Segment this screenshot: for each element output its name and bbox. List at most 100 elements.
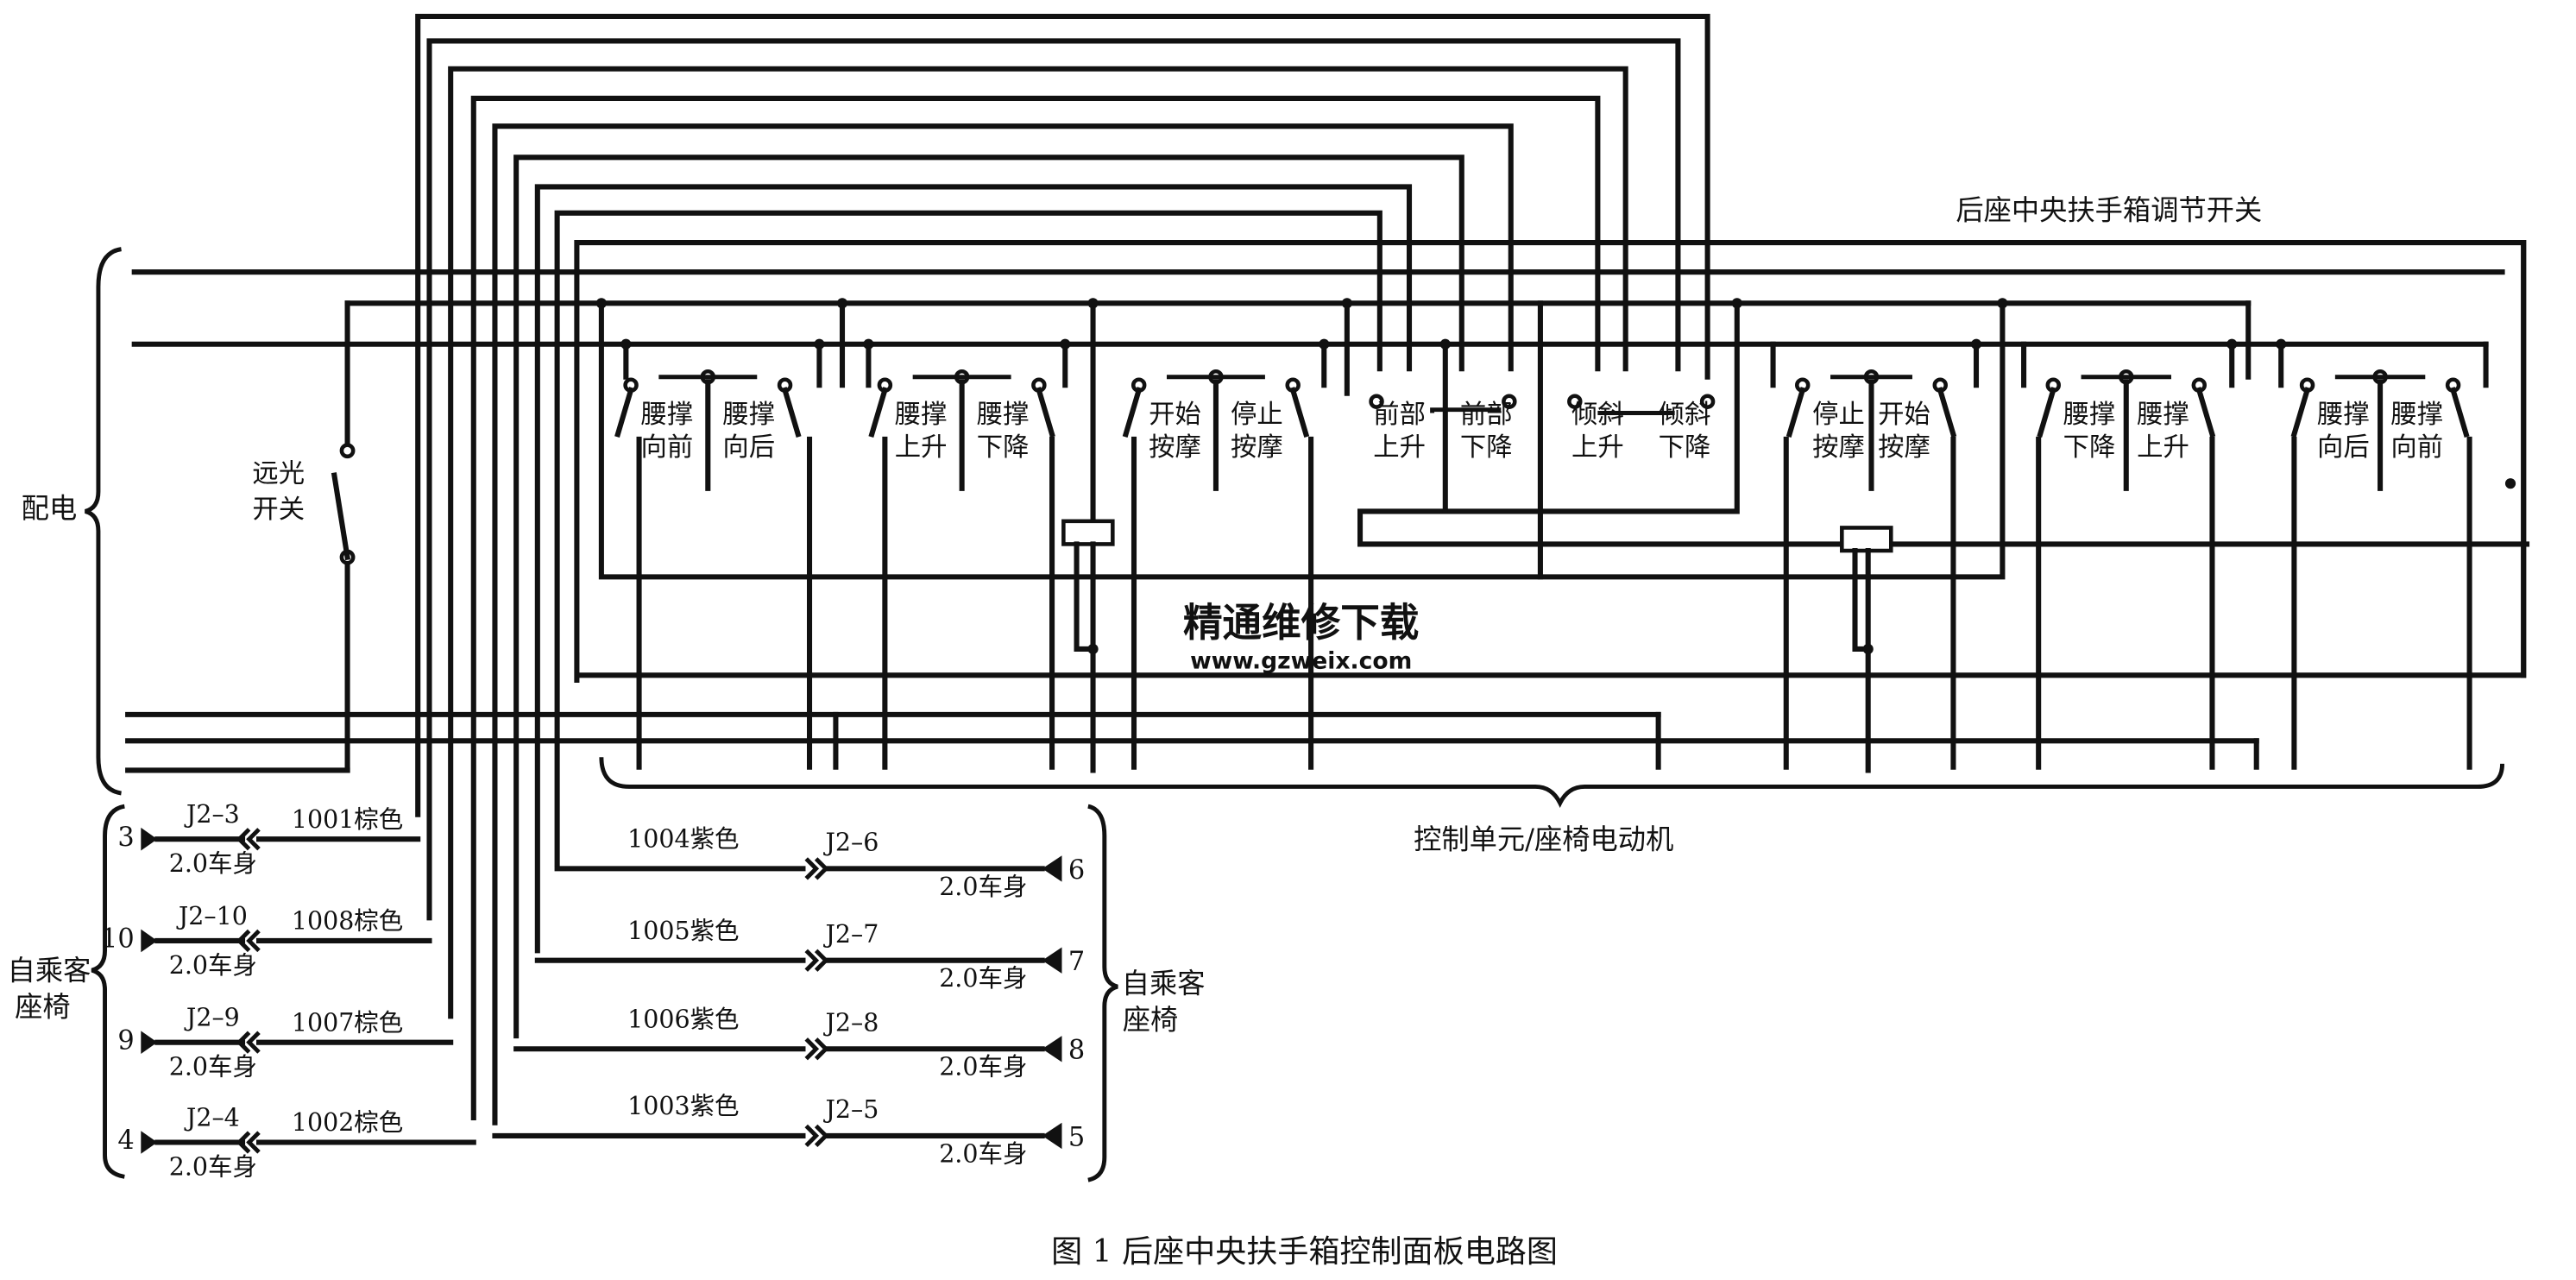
connector-id: J2–7: [822, 920, 879, 949]
switch-bar: [1430, 407, 1502, 413]
ground-arrow-icon: [1042, 1122, 1062, 1150]
right-seat-label: 自乘客: [1122, 968, 1206, 1000]
ground-arrow-icon: [1042, 1036, 1062, 1062]
ground-label: 2.0车身: [939, 1139, 1027, 1168]
left-seat-label: 座椅: [15, 990, 71, 1023]
watermark-text: 精通维修下载: [1183, 600, 1419, 646]
ground-arrow-icon: [141, 929, 158, 953]
switch-label-m4: 前部: [1373, 400, 1426, 430]
switch-label-m2: 上升: [895, 432, 948, 463]
switch-label-m3: 按摩: [1149, 432, 1201, 463]
switch-lever: [2195, 387, 2216, 438]
high-beam-label: 开关: [252, 495, 305, 525]
switch-label-m6: 上升: [2137, 432, 2189, 463]
switch-label-m1: 腰撑: [640, 400, 693, 430]
switch-label-m7: 向后: [2317, 432, 2370, 463]
ground-label: 2.0车身: [939, 1053, 1027, 1081]
switch-lever: [1786, 387, 1806, 438]
switch-label-m4: 上升: [1373, 432, 1426, 463]
connector-id: J2–5: [822, 1095, 879, 1124]
switch-label-m7: 向前: [2390, 432, 2443, 463]
connector-symbol-icon: [804, 1037, 829, 1061]
switch-label-m3: 按摩: [1231, 432, 1283, 463]
switch-lever: [781, 387, 802, 438]
high-beam-switch: [331, 443, 356, 565]
switch-group-title: 后座中央扶手箱调节开关: [1956, 193, 2262, 226]
ground-label: 2.0车身: [169, 951, 257, 980]
connector-symbol-icon: [236, 929, 261, 953]
switch-label-m4: 下降: [1460, 432, 1513, 463]
connector-symbol-icon: [804, 1124, 829, 1148]
ground-arrow-icon: [1042, 855, 1062, 882]
switch-label-m1: 向后: [722, 432, 775, 463]
switch-label-m3: 开始: [1149, 400, 1201, 430]
wire-color-label: 1007棕色: [292, 1008, 403, 1037]
switch-label-m4: 上升: [1571, 432, 1624, 463]
wire-color-label: 1008棕色: [292, 907, 403, 936]
wire-color-label: 1002棕色: [292, 1108, 403, 1137]
switch-label-m6: 腰撑: [2137, 400, 2189, 430]
connector-pin: 10: [101, 924, 135, 955]
ground-arrow-icon: [141, 1031, 158, 1054]
switch-contact: [1502, 394, 1517, 409]
switch-lever: [614, 387, 634, 438]
switch-label-m3: 停止: [1231, 400, 1283, 430]
wire-color-label: 1001棕色: [292, 805, 403, 834]
left-seat-brace: [91, 804, 125, 1179]
ground-label: 2.0车身: [169, 1053, 257, 1081]
connector-symbol-icon: [804, 949, 829, 972]
connector-pin: 8: [1068, 1036, 1085, 1066]
switch-lever: [2290, 387, 2311, 438]
right-seat-brace: [1087, 804, 1118, 1182]
switch-label-m5: 按摩: [1812, 432, 1865, 463]
dots: [595, 298, 2516, 655]
connector-pin: 4: [117, 1126, 134, 1156]
right-seat-label: 座椅: [1123, 1003, 1179, 1036]
switch-label-m4: 下降: [1659, 432, 1711, 463]
connector-pin: 6: [1068, 855, 1085, 886]
switch-label-m7: 腰撑: [2317, 400, 2370, 430]
connector-pin: 3: [117, 823, 134, 853]
wire-color-label: 1006紫色: [627, 1006, 739, 1034]
connector-id: J2–8: [822, 1008, 879, 1037]
switch-lever: [1036, 387, 1055, 438]
switch-lever: [2037, 387, 2057, 438]
wire-color-label: 1005紫色: [627, 917, 739, 945]
figure-caption: 图 1 后座中央扶手箱控制面板电路图: [1051, 1233, 1558, 1270]
switch-label-m6: 腰撑: [2063, 400, 2116, 430]
switch-label-m1: 腰撑: [722, 400, 775, 430]
connector-id: J2–6: [822, 829, 879, 857]
wire-color-label: 1003紫色: [627, 1092, 739, 1120]
ground-label: 2.0车身: [169, 849, 257, 878]
left-seat-label: 自乘客: [8, 955, 91, 987]
connector-pin: 7: [1068, 947, 1085, 977]
connector-id: J2–3: [184, 800, 240, 829]
power-label: 配电: [22, 492, 78, 525]
wiring: [84, 13, 2530, 1182]
connector-symbol-icon: [236, 1031, 261, 1054]
ground-label: 2.0车身: [939, 964, 1027, 993]
connector-id: J2–9: [184, 1004, 240, 1032]
switch-label-m5: 按摩: [1878, 432, 1930, 463]
switch-label-m6: 下降: [2063, 432, 2116, 463]
watermark-url: www.gzweix.com: [1190, 648, 1412, 675]
connector-symbol-icon: [804, 857, 829, 880]
switch-lever: [2449, 387, 2470, 438]
switch-label-m5: 开始: [1878, 400, 1930, 430]
switch-lever: [868, 387, 889, 438]
switch-label-m1: 向前: [640, 432, 693, 463]
switch-label-m7: 腰撑: [2390, 400, 2443, 430]
ground-arrow-icon: [1042, 947, 1062, 974]
switch-label-m2: 腰撑: [895, 400, 948, 430]
switch-label-m5: 停止: [1812, 400, 1865, 430]
switch-contacts: [141, 369, 2470, 1154]
connector-symbol-icon: [236, 828, 261, 851]
switch-contact: [1567, 394, 1583, 409]
wire-color-label: 1004紫色: [627, 825, 739, 854]
switch-label-m4: 前部: [1460, 400, 1513, 430]
switch-contact: [1699, 394, 1716, 409]
ground-arrow-icon: [141, 1131, 158, 1154]
switch-lever: [1289, 387, 1310, 438]
control-unit-label: 控制单元/座椅电动机: [1414, 823, 1673, 856]
